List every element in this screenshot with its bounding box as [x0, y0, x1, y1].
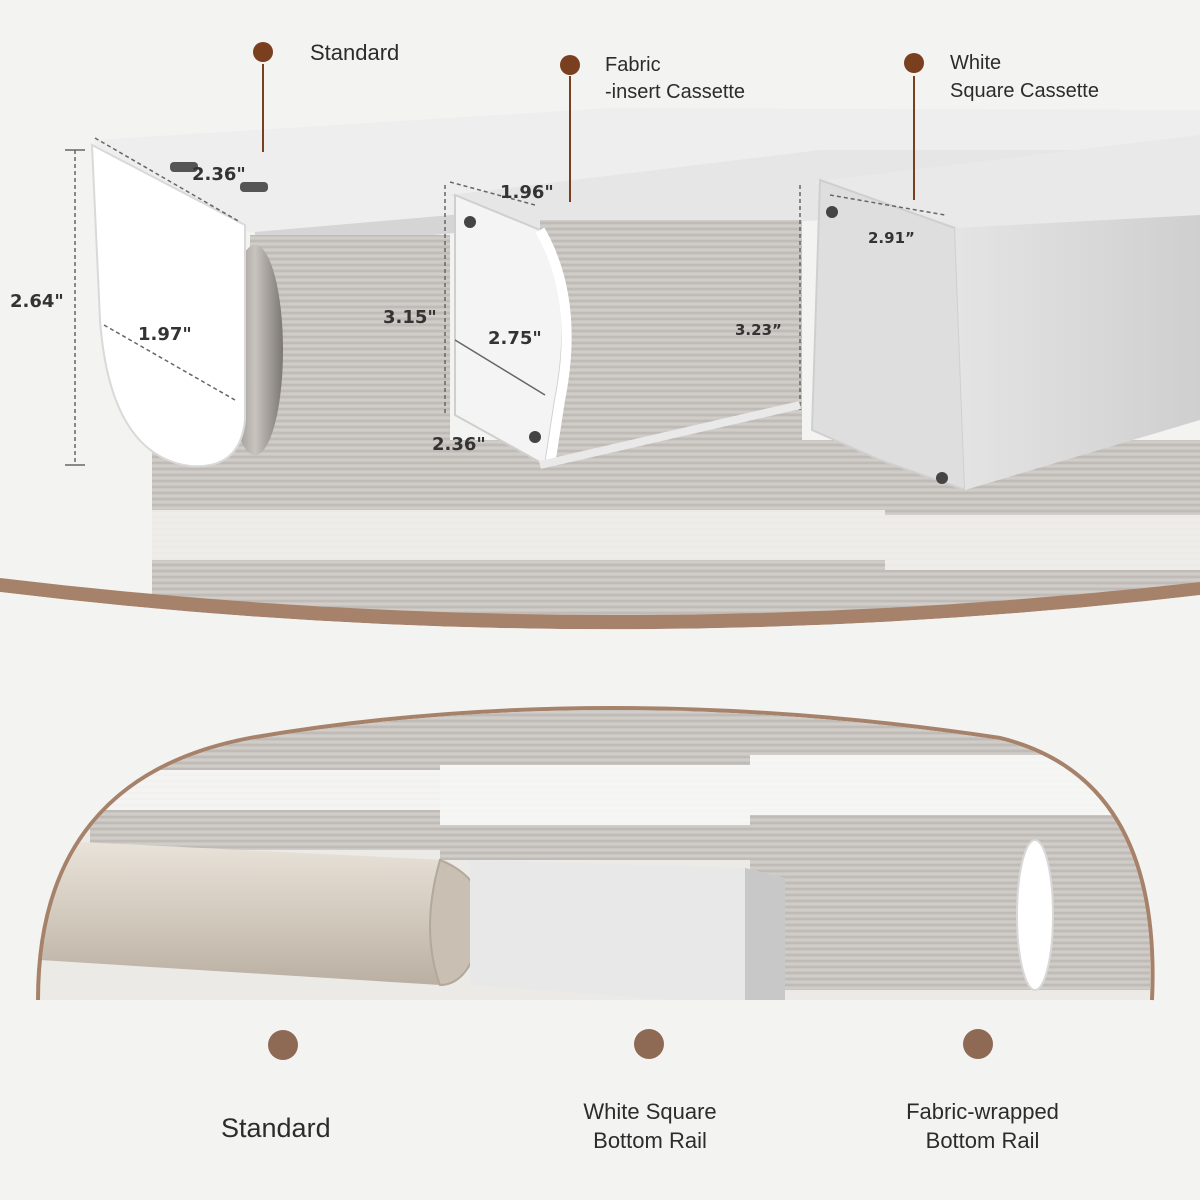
top-label-standard: Standard: [310, 40, 400, 65]
dim-standard-width: 2.36": [192, 164, 246, 185]
bottom-label-standard: Standard: [221, 1113, 331, 1143]
top-label-fabric-line1: Fabric: [605, 54, 661, 76]
top-label-fabric-line2: -insert Cassette: [605, 81, 746, 103]
top-label-white-line2: Square Cassette: [950, 80, 1099, 102]
top-fabric-panels: [152, 440, 1200, 615]
dim-fabric-side: 2.75": [488, 328, 542, 349]
dim-standard-roll: 3.15": [383, 307, 437, 328]
white-square-cassette: [810, 135, 1200, 492]
dim-standard-depth: 1.97": [138, 324, 192, 345]
bottom-label-fabric-line2: Bottom Rail: [925, 1128, 1040, 1153]
fabric-marker-dot: [560, 55, 580, 75]
dim-fabric-top: 1.96": [500, 182, 554, 203]
bottom-label-white-line1: White Square: [583, 1099, 717, 1124]
bottom-label-fabric-line1: Fabric-wrapped: [906, 1099, 1059, 1124]
bottom-white-marker-dot: [634, 1029, 664, 1059]
bottom-rails-scene: [40, 710, 1151, 1000]
divider-arc: [0, 578, 1200, 630]
dim-fabric-height: 3.23”: [735, 321, 782, 339]
dim-standard-height: 2.64": [10, 291, 64, 312]
fabric-insert-cassette: [444, 150, 1200, 469]
dim-white-top: 2.91”: [868, 229, 915, 247]
top-label-white-line1: White: [950, 52, 1002, 74]
bottom-label-white-line2: Bottom Rail: [593, 1128, 707, 1153]
bottom-standard-marker-dot: [268, 1030, 298, 1060]
white-marker-dot: [904, 53, 924, 73]
standard-marker-dot: [253, 42, 273, 62]
bottom-fabric-marker-dot: [963, 1029, 993, 1059]
dim-fabric-bottom: 2.36": [432, 434, 486, 455]
